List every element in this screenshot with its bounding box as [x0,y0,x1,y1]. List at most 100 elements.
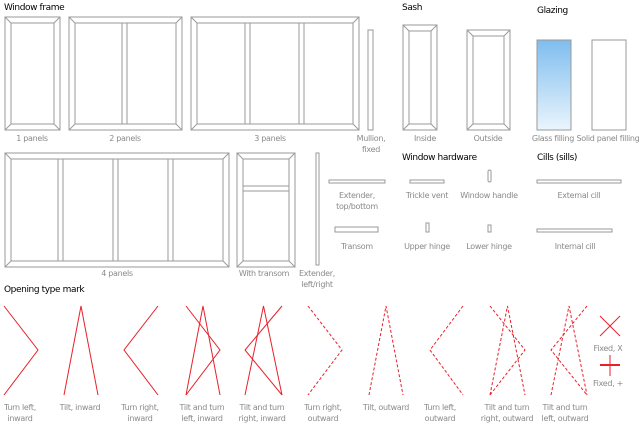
mullion [298,22,305,125]
frame-outer [4,152,230,268]
frame-corner [430,123,438,131]
frame-with-transom [236,152,296,268]
label-2-panels: 2 panels [109,134,141,143]
frame-corner [236,152,244,160]
label-line: Tilt, outward [362,403,410,412]
frame-corner [190,16,198,24]
opening-mark-9 [550,305,588,396]
frame-inner [196,22,354,125]
label-line: right, outward [480,414,534,423]
frame-corner [222,260,230,268]
label-line: Mullion, [356,134,386,143]
label-line: outward [424,414,456,423]
mullion-fixed [367,29,374,131]
opening-mark-label: Turn right, inward [121,402,159,424]
mullion [167,158,174,262]
opening-mark-label: Turn left, inward [4,402,36,424]
frame-corner [68,123,76,131]
label-fixed-plus: Fixed, + [592,379,624,388]
frame-corner [4,123,12,131]
frame-corner [503,29,511,37]
frame-corner [175,123,183,131]
frame-outer [466,29,511,131]
frame-inner [10,22,55,125]
label-line: inward [7,414,33,423]
frame-corner [402,123,410,131]
mullion [112,158,119,262]
label-upper-hinge: Upper hinge [404,242,450,251]
label-trickle-vent: Trickle vent [405,191,449,200]
label-1-panels: 1 panels [16,134,48,143]
frame-3-panels [190,16,360,131]
frame-outer [236,152,296,268]
section-cills: Cills (sills) [537,153,578,163]
label-window-handle: Window handle [460,191,518,200]
label-line: Tilt and turn [239,403,285,412]
frame-4-panels [4,152,230,268]
frame-corner [4,16,12,24]
label-extender-left-right: Extender,left/right [299,268,335,290]
label-3-panels: 3 panels [254,134,286,143]
frame-corner [402,24,410,32]
opening-mark-8 [489,305,526,396]
label-sash-outside: Outside [473,134,503,143]
label-lower-hinge: Lower hinge [466,242,512,251]
label-line: Tilt and turn [484,403,530,412]
label-line: top/bottom [336,202,378,211]
section-window-frame: Window frame [4,3,65,13]
label-line: outward [307,414,339,423]
opening-mark-3 [185,305,221,396]
frame-inner [10,158,224,262]
frame-corner [466,29,474,37]
opening-mark-label: Turn left,outward [424,402,456,424]
frame-corner [4,152,12,160]
frame-corner [236,260,244,268]
label-transom: Transom [341,242,373,251]
label-line: Turn left, [3,403,37,412]
label-external-cill: External cill [557,191,601,200]
extender-left-right [315,152,320,266]
upper-hinge [425,222,430,233]
frame-corner [466,123,474,131]
frame-corner [288,152,296,160]
label-line: inward [127,414,153,423]
opening-mark-8 [489,305,526,396]
trickle-vent [409,179,445,184]
opening-mark-9 [550,305,588,396]
label-line: Turn right, [121,403,159,412]
frame-outer [4,16,61,131]
lower-hinge [487,224,492,233]
opening-mark-2 [123,305,159,396]
opening-mark-label: Tilt, inward [60,402,101,413]
section-opening-type-mark: Opening type mark [4,285,85,295]
frame-outer [190,16,360,131]
opening-mark-5 [307,305,343,396]
extender-top-bottom [328,179,386,184]
frame-corner [503,123,511,131]
section-glazing: Glazing [537,6,568,16]
frame-corner [53,16,61,24]
transom-bar [242,185,290,192]
opening-mark-7 [429,305,464,396]
mullion [244,22,251,125]
opening-mark-4 [244,305,283,396]
label-glass-filling: Glass filling [531,134,575,143]
label-internal-cill: Internal cill [554,242,596,251]
label-line: Turn right, [304,403,342,412]
opening-mark-6 [368,305,404,396]
label-mullion-fixed: Mullion, fixed [357,133,386,155]
opening-mark-0 [3,305,39,396]
window-handle [487,169,492,183]
solid-panel-filling [591,39,627,131]
opening-mark-4 [244,305,283,396]
section-sash: Sash [402,3,423,13]
frame-inner [242,158,290,262]
frame-corner [352,123,360,131]
frame-inner [408,30,432,125]
glass-filling [536,39,572,131]
label-fixed-x: Fixed, X [593,344,623,353]
label-line: fixed [361,145,381,154]
